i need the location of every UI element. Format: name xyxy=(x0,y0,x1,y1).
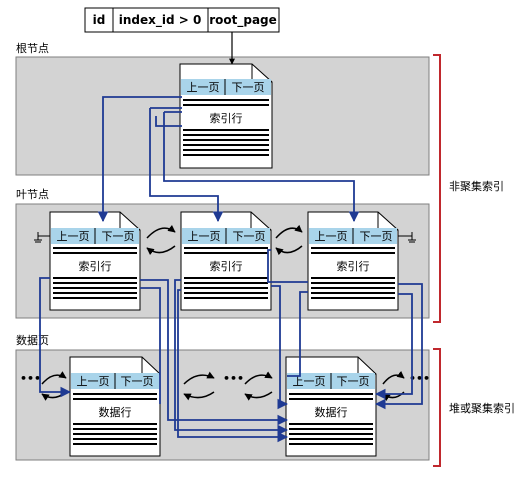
heap-bracket xyxy=(433,348,441,467)
leaf1-to-leaf2-next-arrow xyxy=(146,224,176,239)
leaf-index-page-3: 上一页 下一页 索引行 xyxy=(307,211,399,311)
data1-data-row-label: 数据行 xyxy=(99,405,132,419)
data2-prev-back-arrow xyxy=(244,391,273,401)
table-col-index-id: index_id > 0 xyxy=(119,13,202,28)
leaf3-to-leaf2-link xyxy=(267,249,308,283)
root-to-leaf2-pointer xyxy=(149,108,224,223)
leaf2-to-data2-pointer-c xyxy=(271,285,289,410)
leaf2-to-leaf1-prev-arrow xyxy=(146,245,176,256)
leaf-chain-end-ground-icon xyxy=(398,232,416,243)
data-page-1: 上一页 下一页 数据行 xyxy=(69,356,161,457)
section-label-root: 根节点 xyxy=(16,41,49,55)
data2-data-row-label: 数据行 xyxy=(315,405,348,419)
leaf2-to-data2-pointer-b xyxy=(177,289,289,443)
leaf3-to-data2-pointer-c xyxy=(374,293,413,400)
data2-next-arrow xyxy=(382,370,405,385)
leaf1-index-row-label: 索引行 xyxy=(79,259,112,273)
section-label-leaf: 叶节点 xyxy=(16,188,49,201)
root-next-label: 下一页 xyxy=(232,81,265,94)
leaf3-next-label: 下一页 xyxy=(360,230,393,243)
sys-indexes-table: id index_id > 0 root_page xyxy=(84,7,280,33)
data-chain-ellipsis-middle: ••• xyxy=(223,372,244,385)
leaf2-index-row-label: 索引行 xyxy=(210,259,243,273)
data1-next-arrow xyxy=(183,371,215,385)
table-col-root-page: root_page xyxy=(209,13,277,28)
root-to-leaf3-pointer xyxy=(163,112,360,223)
root-index-page: 上一页 下一页 索引行 xyxy=(179,63,273,169)
data-page-2: 上一页 下一页 数据行 xyxy=(285,356,377,457)
leaf3-to-leaf2-prev-arrow xyxy=(275,245,303,256)
leaf3-index-row-label: 索引行 xyxy=(337,259,370,273)
leaf-index-page-1: 上一页 下一页 索引行 xyxy=(49,211,141,311)
nonclustered-label: 非聚集索引 xyxy=(449,179,504,193)
leaf3-to-data2-pointer-b xyxy=(374,283,423,410)
data2-prev-label: 上一页 xyxy=(293,375,326,388)
leaf3-prev-label: 上一页 xyxy=(315,230,348,243)
root-prev-label: 上一页 xyxy=(187,81,220,94)
data1-prev-arrow xyxy=(41,371,67,385)
leaf-chain-start-ground-icon xyxy=(34,232,50,243)
leaf1-to-data2-pointer-a xyxy=(140,279,289,426)
leaf1-to-data1-pointer xyxy=(39,277,72,398)
root-index-row-label: 索引行 xyxy=(210,111,243,125)
leaf2-next-label: 下一页 xyxy=(233,230,266,243)
data-chain-ellipsis-left: ••• xyxy=(20,372,41,385)
data1-prev-label: 上一页 xyxy=(77,375,110,388)
leaf3-to-data2-pointer-a xyxy=(287,291,308,377)
table-col-id: id xyxy=(93,13,106,27)
leaf2-to-data2-pointer-a xyxy=(174,279,289,436)
leaf1-to-data1-pointer-b xyxy=(140,287,161,404)
data-chain-ellipsis-right: ••• xyxy=(409,372,430,385)
data2-next-label: 下一页 xyxy=(337,375,370,388)
leaf2-prev-label: 上一页 xyxy=(188,230,221,243)
leaf1-next-label: 下一页 xyxy=(102,230,135,243)
leaf1-prev-label: 上一页 xyxy=(57,230,90,243)
nonclustered-bracket xyxy=(433,54,441,323)
section-label-data: 数据页 xyxy=(16,333,49,347)
data1-next-back-arrow xyxy=(183,391,215,401)
leaf2-to-leaf3-next-arrow xyxy=(275,224,303,239)
data1-next-label: 下一页 xyxy=(121,375,154,388)
leaf-index-page-2: 上一页 下一页 索引行 xyxy=(180,211,272,311)
data2-prev-arrow xyxy=(244,371,273,385)
heap-label: 堆或聚集索引 xyxy=(449,401,515,415)
root-to-leaf1-pointer xyxy=(97,96,182,223)
